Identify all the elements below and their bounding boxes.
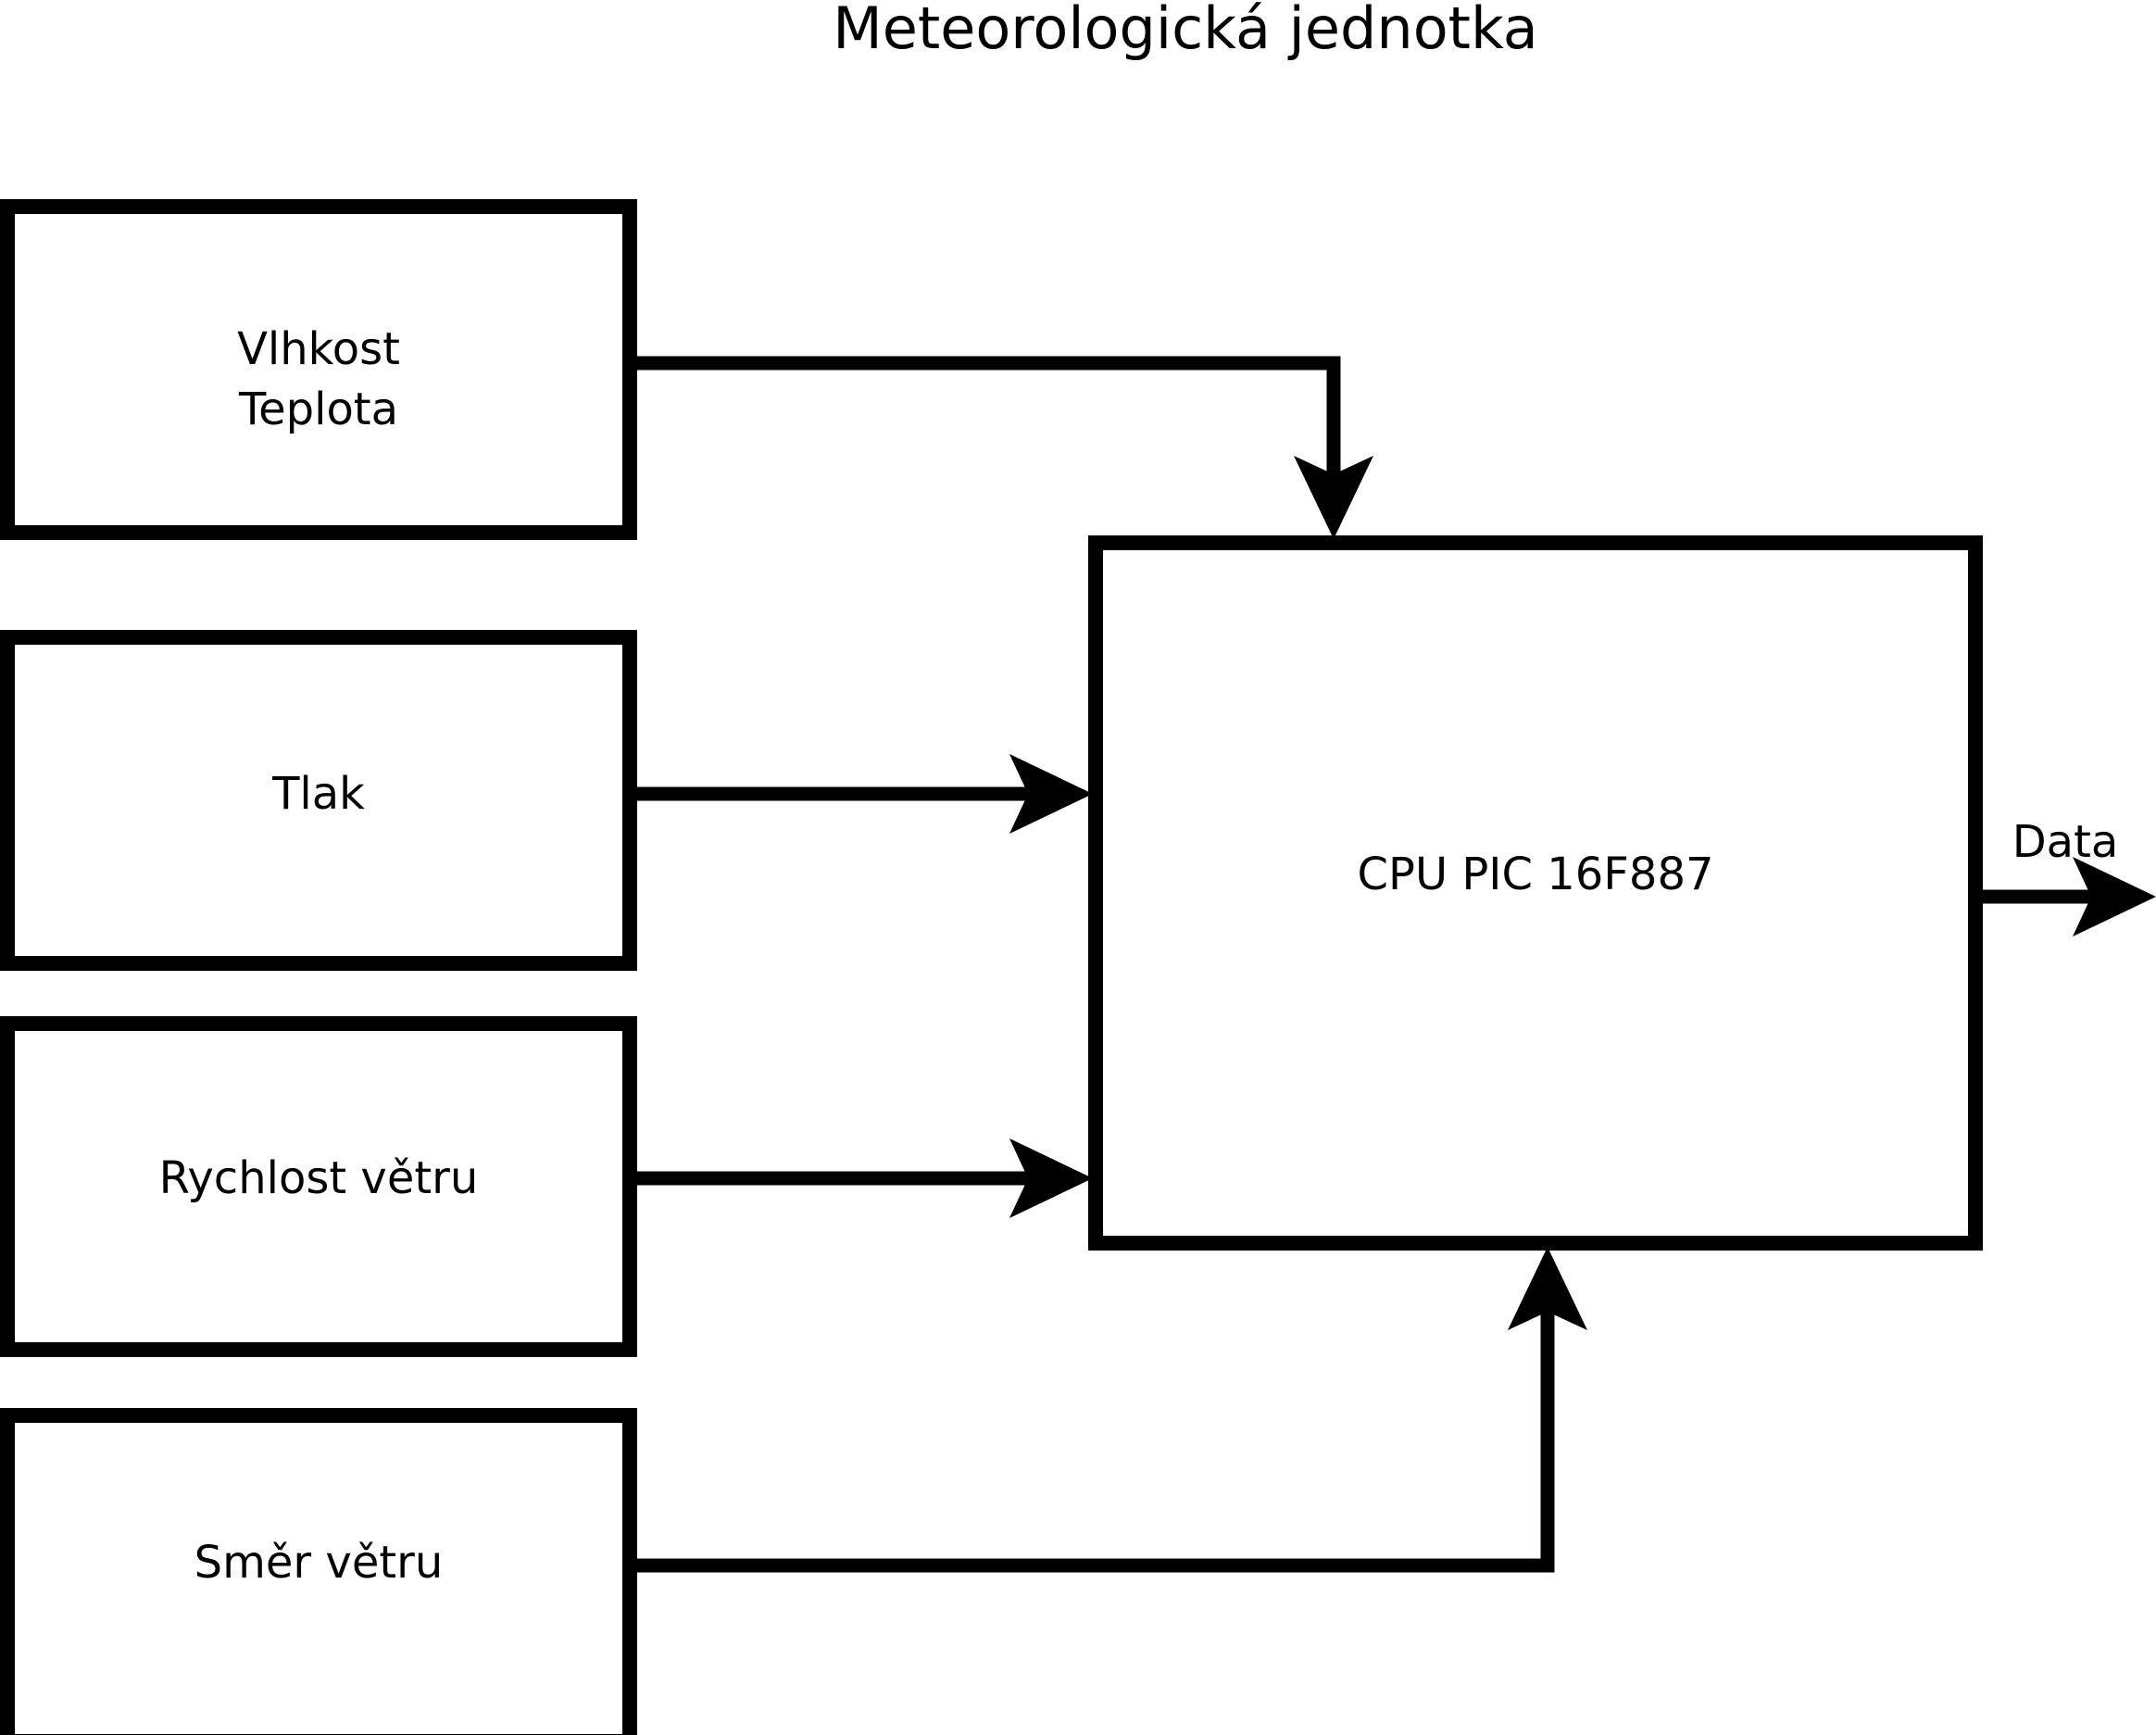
edge-humidity-temperature-to-cpu-line (630, 356, 1341, 497)
page-title: Meteorologická jednotka (833, 0, 1538, 62)
block-pressure-label: Tlak (271, 768, 365, 820)
edge-wind-speed-to-cpu-arrowhead (1009, 1138, 1093, 1218)
block-humidity-temperature-label-line-2: Teplota (238, 383, 398, 435)
block-humidity-temperature-label-line-1: Vlhkost (237, 323, 400, 375)
block-humidity-temperature-shape (0, 199, 637, 540)
edge-cpu-to-data-output-arrowhead (2073, 857, 2156, 937)
block-cpu-label: CPU PIC 16F887 (1357, 849, 1713, 900)
block-wind-direction-shape (0, 1408, 637, 1735)
edge-cpu-to-data-output-label: Data (2012, 816, 2119, 868)
edge-pressure-to-cpu-arrowhead (1009, 754, 1093, 834)
edge-humidity-temperature-to-cpu (630, 356, 1373, 539)
block-wind-direction[interactable]: Směr větru (0, 1408, 637, 1735)
block-wind-speed-label: Rychlost větru (159, 1152, 479, 1204)
block-wind-speed-shape (0, 1016, 637, 1357)
block-wind-direction-label: Směr větru (194, 1537, 444, 1589)
block-cpu[interactable]: CPU PIC 16F887 (1088, 535, 1983, 1251)
edge-wind-direction-to-cpu-arrowhead (1508, 1247, 1587, 1330)
block-humidity-temperature[interactable]: Vlhkost Teplota (0, 199, 637, 540)
edge-humidity-temperature-to-cpu-arrowhead (1294, 456, 1373, 539)
block-cpu-shape (1088, 535, 1983, 1251)
edge-wind-direction-to-cpu-line (630, 1295, 1555, 1573)
edge-wind-direction-to-cpu (630, 1247, 1587, 1573)
block-wind-speed[interactable]: Rychlost větru (0, 1016, 637, 1357)
edge-cpu-to-data-output: Data (1975, 816, 2156, 937)
block-pressure-shape (0, 630, 637, 971)
edge-wind-speed-to-cpu (630, 1138, 1093, 1218)
edge-pressure-to-cpu (630, 754, 1093, 834)
block-pressure[interactable]: Tlak (0, 630, 637, 971)
